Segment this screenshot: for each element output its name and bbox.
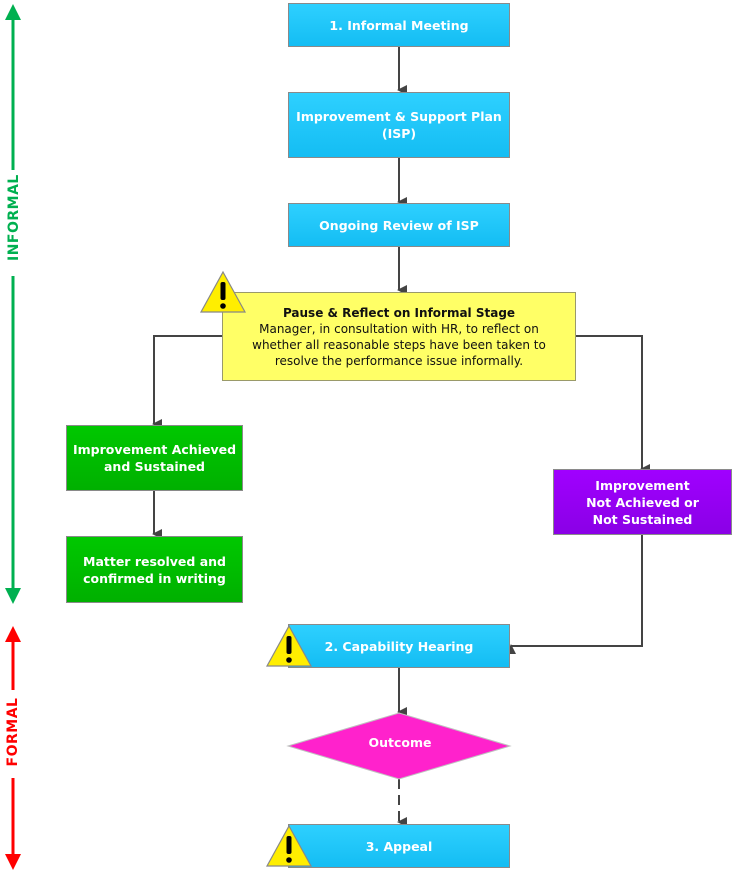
warning-icon bbox=[265, 824, 313, 867]
node-label: Improvement & Support Plan (ISP) bbox=[296, 109, 502, 141]
node-improvement-support-plan[interactable]: Improvement & Support Plan (ISP) bbox=[288, 92, 510, 158]
formal-stage-arrow bbox=[5, 626, 21, 870]
arrow-up-icon bbox=[5, 626, 21, 642]
node-label: 2. Capability Hearing bbox=[324, 638, 474, 654]
edge-pause-achieved bbox=[152, 335, 222, 429]
pause-reflect-body: Manager, in consultation with HR, to ref… bbox=[252, 321, 546, 368]
node-matter-resolved[interactable]: Matter resolved and confirmed in writing bbox=[66, 536, 243, 603]
node-improvement-not-achieved[interactable]: Improvement Not Achieved or Not Sustaine… bbox=[553, 469, 732, 535]
node-capability-hearing[interactable]: 2. Capability Hearing bbox=[288, 624, 510, 668]
node-ongoing-review[interactable]: Ongoing Review of ISP bbox=[288, 203, 510, 247]
node-label: 1. Informal Meeting bbox=[329, 17, 469, 33]
arrow-down-icon bbox=[5, 588, 21, 604]
node-appeal[interactable]: 3. Appeal bbox=[288, 824, 510, 868]
arrow-down-icon bbox=[5, 854, 21, 870]
pause-reflect-title: Pause & Reflect on Informal Stage bbox=[282, 305, 516, 320]
node-label: 3. Appeal bbox=[365, 838, 433, 854]
edge-not-achieved-hearing bbox=[506, 535, 643, 654]
node-pause-reflect[interactable]: Pause & Reflect on Informal Stage Manage… bbox=[222, 292, 576, 381]
informal-stage-label: INFORMAL bbox=[6, 174, 22, 261]
connectors bbox=[152, 47, 650, 827]
node-label: Ongoing Review of ISP bbox=[319, 217, 479, 233]
node-improvement-achieved[interactable]: Improvement Achieved and Sustained bbox=[66, 425, 243, 491]
formal-stage-label: FORMAL bbox=[5, 697, 21, 767]
arrow-up-icon bbox=[5, 4, 21, 20]
node-informal-meeting[interactable]: 1. Informal Meeting bbox=[288, 3, 510, 47]
node-label: Matter resolved and confirmed in writing bbox=[83, 553, 226, 586]
edge-pause-not-achieved bbox=[576, 335, 650, 474]
outcome-diamond bbox=[286, 712, 512, 780]
warning-icon bbox=[199, 270, 247, 313]
informal-stage-arrow bbox=[5, 4, 21, 604]
warning-icon bbox=[265, 624, 313, 667]
outcome-label: Outcome bbox=[368, 735, 432, 750]
node-label: Improvement Achieved and Sustained bbox=[72, 442, 237, 474]
node-label: Improvement Not Achieved or Not Sustaine… bbox=[586, 477, 699, 527]
